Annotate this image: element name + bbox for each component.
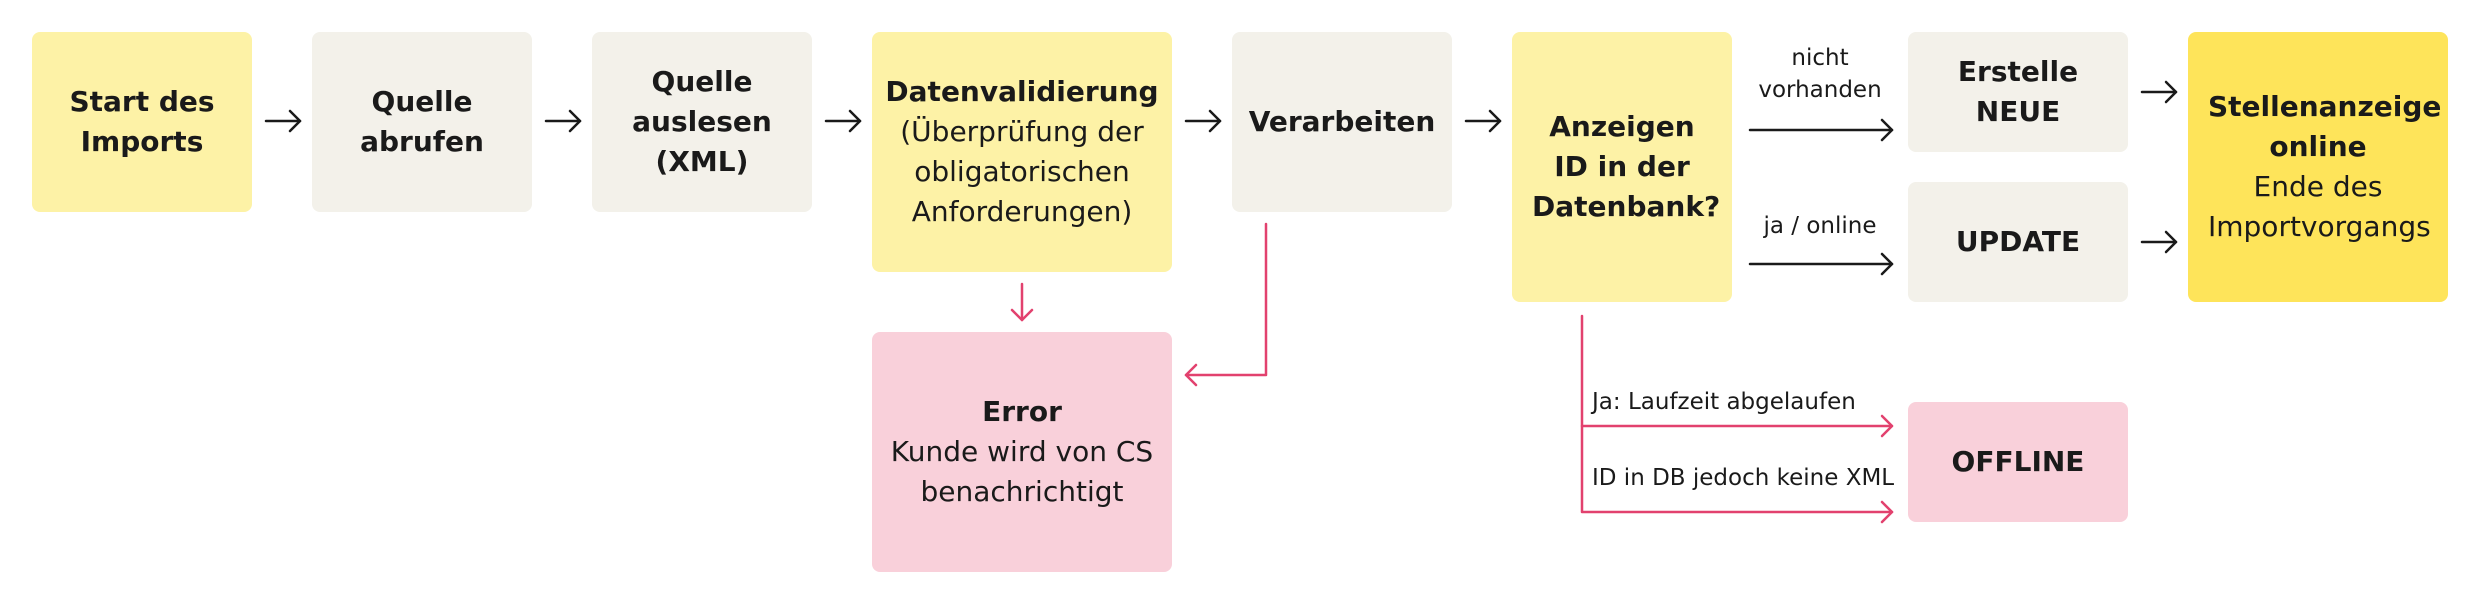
error-title: Error xyxy=(982,395,1062,428)
arrow-datenvalidierung-to-error xyxy=(1010,282,1034,322)
quelle-auslesen-label: Quelle auslesen (XML) xyxy=(632,65,772,178)
verarbeiten-node: Verarbeiten xyxy=(1232,32,1452,212)
arrow-datenvalidierung-to-verarbeiten xyxy=(1184,109,1222,133)
edge-label-ja-online: ja / online xyxy=(1763,213,1877,239)
arrow-auslesen-to-datenvalidierung xyxy=(824,109,862,133)
stellenanzeige-subtitle: Ende des Importvorgangs xyxy=(2208,170,2431,243)
quelle-abrufen-node: Quelle abrufen xyxy=(312,32,532,212)
datenvalidierung-title: Datenvalidierung xyxy=(885,75,1159,108)
quelle-abrufen-label: Quelle abrufen xyxy=(360,85,484,158)
erstelle-neue-node: Erstelle NEUE xyxy=(1908,32,2128,152)
datenvalidierung-node: Datenvalidierung (Überprüfung der obliga… xyxy=(872,32,1172,272)
verarbeiten-label: Verarbeiten xyxy=(1248,105,1436,138)
arrow-abrufen-to-auslesen xyxy=(544,109,582,133)
update-node: UPDATE xyxy=(1908,182,2128,302)
offline-node: OFFLINE xyxy=(1908,402,2128,522)
datenvalidierung-subtitle: (Überprüfung der obligatorischen Anforde… xyxy=(900,115,1144,228)
anzeigen-id-label: Anzeigen ID in der Datenbank? xyxy=(1532,110,1721,223)
anzeigen-id-node: Anzeigen ID in der Datenbank? xyxy=(1512,32,1732,302)
arrow-start-to-quelle-abrufen xyxy=(264,109,302,133)
arrow-anzeigen-to-erstelle-neue xyxy=(1748,118,1894,142)
edge-label-keine-xml: ID in DB jedoch keine XML xyxy=(1592,465,1895,491)
erstelle-neue-label: Erstelle NEUE xyxy=(1957,55,2079,128)
arrow-erstelle-neue-to-stellenanzeige xyxy=(2140,80,2178,104)
offline-label: OFFLINE xyxy=(1951,445,2085,478)
error-subtitle: Kunde wird von CS benachrichtigt xyxy=(890,435,1154,508)
update-label: UPDATE xyxy=(1955,225,2081,258)
arrow-anzeigen-to-offline-laufzeit xyxy=(1580,314,1894,438)
arrow-anzeigen-to-offline-keine-xml xyxy=(1580,424,1894,524)
edge-label-laufzeit: Ja: Laufzeit abgelaufen xyxy=(1592,389,1856,415)
edge-label-nicht-vorhanden: nicht vorhanden xyxy=(1758,45,1882,103)
start-node: Start des Imports xyxy=(32,32,252,212)
arrow-anzeigen-to-update xyxy=(1748,252,1894,276)
stellenanzeige-node: Stellenanzeige online Ende des Importvor… xyxy=(2188,32,2448,302)
quelle-auslesen-node: Quelle auslesen (XML) xyxy=(592,32,812,212)
stellenanzeige-title: Stellenanzeige online xyxy=(2208,90,2442,163)
error-node: Error Kunde wird von CS benachrichtigt xyxy=(872,332,1172,572)
arrow-verarbeiten-to-error xyxy=(1184,222,1268,387)
start-label: Start des Imports xyxy=(69,85,215,158)
arrow-verarbeiten-to-anzeigen-id xyxy=(1464,109,1502,133)
arrow-update-to-stellenanzeige xyxy=(2140,230,2178,254)
